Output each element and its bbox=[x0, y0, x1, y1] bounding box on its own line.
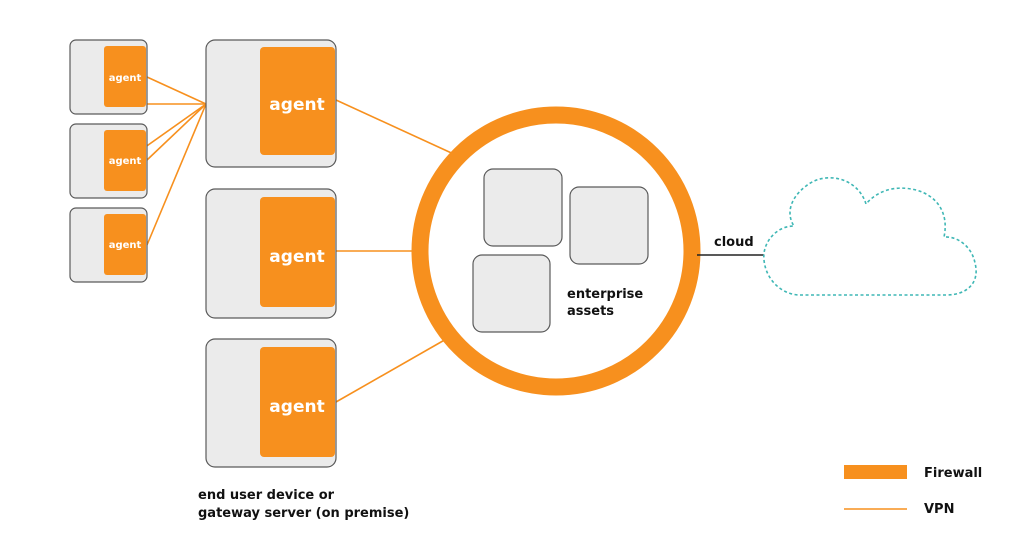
agent-label: agent bbox=[109, 73, 142, 84]
asset-box bbox=[483, 168, 563, 247]
agent-box bbox=[104, 214, 146, 275]
vpn-link bbox=[335, 337, 449, 403]
agent-label: agent bbox=[269, 397, 324, 417]
legend-firewall-label: Firewall bbox=[924, 466, 982, 481]
enterprise-label-line2: assets bbox=[567, 304, 614, 319]
agent-box bbox=[260, 197, 335, 307]
agent-box bbox=[260, 47, 335, 155]
devices-caption-line2: gateway server (on premise) bbox=[198, 506, 409, 521]
vpn-link bbox=[146, 76, 207, 105]
small-device: agent bbox=[69, 123, 148, 199]
agent-label: agent bbox=[269, 95, 324, 115]
legend: Firewall VPN bbox=[844, 465, 982, 517]
small-device: agent bbox=[69, 207, 148, 283]
large-device: agent bbox=[205, 39, 337, 168]
agent-box bbox=[104, 130, 146, 191]
large-device: agent bbox=[205, 188, 337, 319]
cloud-shape bbox=[763, 177, 977, 296]
agent-label: agent bbox=[109, 156, 142, 167]
vpn-links-large bbox=[335, 99, 459, 403]
enterprise-assets: enterprise assets bbox=[472, 168, 649, 333]
asset-box bbox=[472, 254, 551, 333]
vpn-link bbox=[146, 103, 207, 246]
legend-vpn-label: VPN bbox=[924, 502, 954, 517]
firewall-ring bbox=[411, 106, 701, 396]
agent-box bbox=[104, 46, 146, 107]
large-device: agent bbox=[205, 338, 337, 468]
vpn-link bbox=[146, 103, 207, 161]
devices-caption-line1: end user device or bbox=[198, 488, 335, 503]
enterprise-label-line1: enterprise bbox=[567, 287, 643, 302]
agent-box bbox=[260, 347, 335, 457]
agent-label: agent bbox=[109, 240, 142, 251]
legend-firewall-swatch bbox=[844, 465, 907, 479]
cloud-label: cloud bbox=[714, 235, 754, 250]
agent-label: agent bbox=[269, 247, 324, 267]
small-device: agent bbox=[69, 39, 148, 115]
vpn-link bbox=[335, 99, 459, 157]
asset-box bbox=[569, 186, 649, 265]
